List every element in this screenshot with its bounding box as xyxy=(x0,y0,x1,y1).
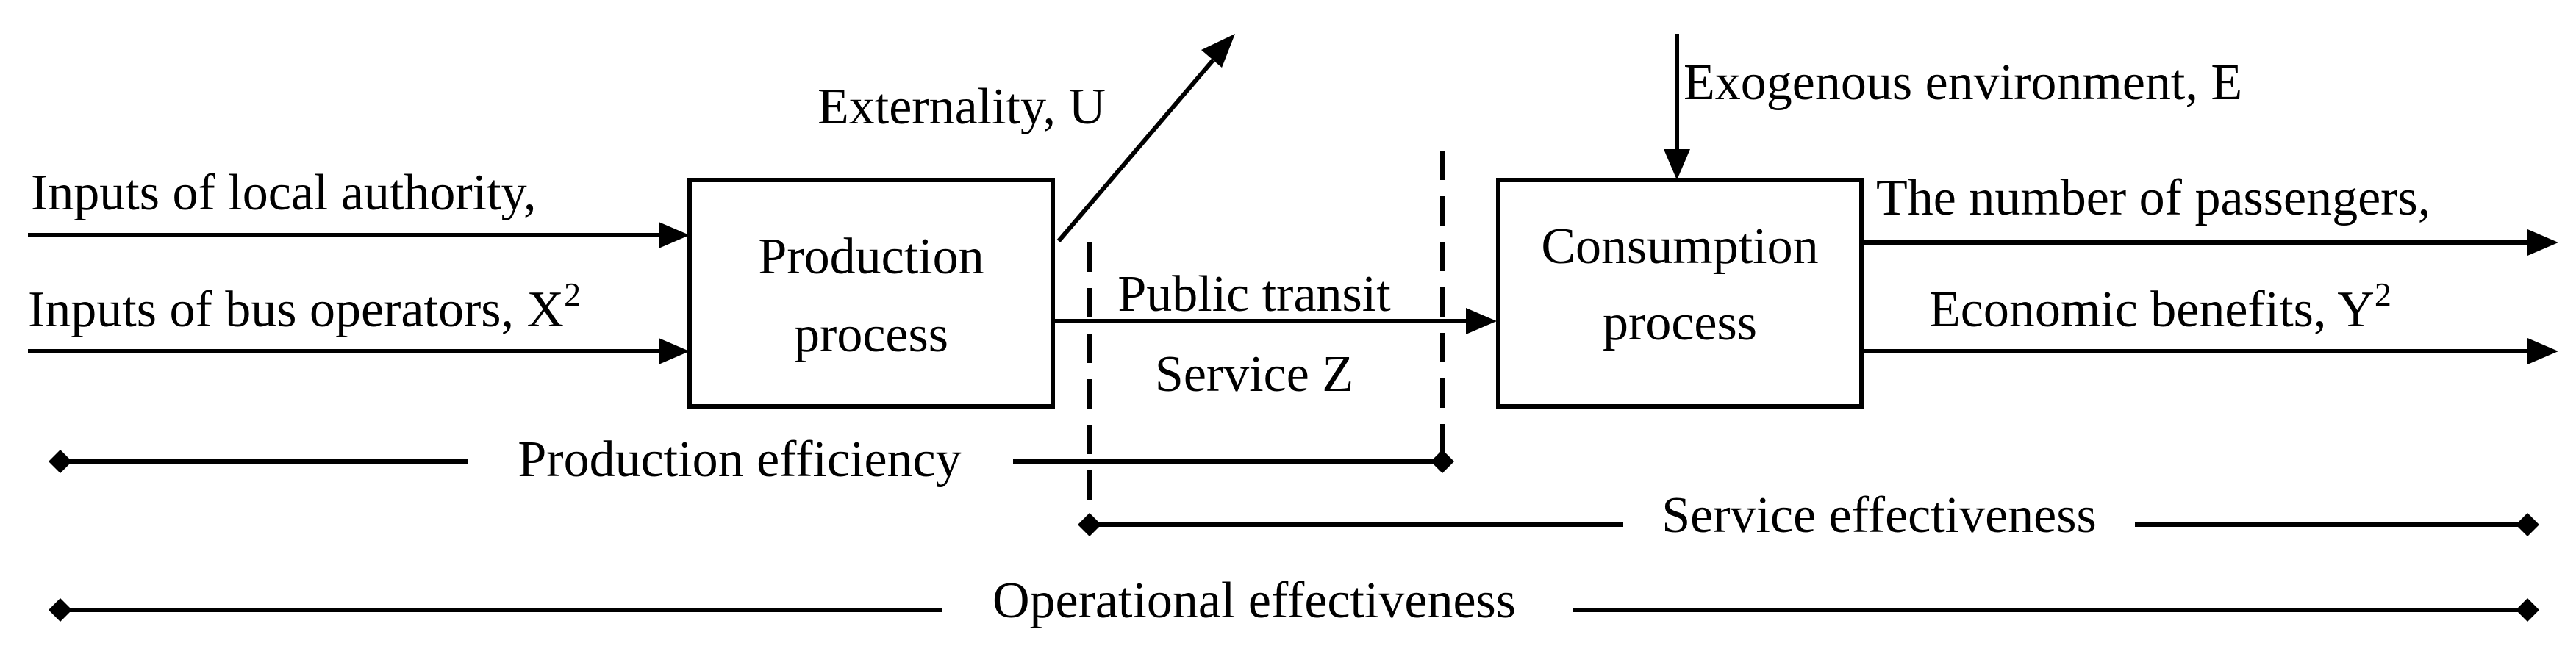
span-end-marker xyxy=(1078,513,1101,536)
output-label-passengers: The number of passengers, xyxy=(1876,170,2430,226)
span-end-marker xyxy=(49,450,72,473)
exogenous-arrow xyxy=(1664,34,1690,180)
input-arrow-local-authority xyxy=(28,222,690,248)
production-efficiency-label: Production efficiency xyxy=(518,431,961,488)
externality-label: Externality, U xyxy=(817,79,1106,135)
output-arrow-economic xyxy=(1861,338,2558,364)
service-label-line1: Public transit xyxy=(1117,266,1391,323)
operational-effectiveness-label: Operational effectiveness xyxy=(992,572,1516,629)
consumption-box-line1: Consumption xyxy=(1541,218,1818,275)
input-arrow-bus-operators xyxy=(28,338,690,364)
service-effectiveness-label: Service effectiveness xyxy=(1661,487,2096,544)
consumption-process-box xyxy=(1496,178,1864,409)
service-arrow xyxy=(1053,308,1497,334)
production-box-line1: Production xyxy=(758,229,984,285)
span-end-marker xyxy=(2516,598,2539,622)
consumption-box-line2: process xyxy=(1603,295,1757,351)
production-process-box xyxy=(687,178,1055,409)
input-label-bus-operators: Inputs of bus operators, X2 xyxy=(28,276,581,338)
operational-effectiveness-span xyxy=(49,598,2539,622)
span-end-marker xyxy=(2516,513,2539,536)
exogenous-label: Exogenous environment, E xyxy=(1684,54,2242,111)
externality-arrow xyxy=(1056,34,1235,242)
span-end-marker xyxy=(49,598,72,622)
production-efficiency-span xyxy=(49,450,1454,473)
service-effectiveness-span xyxy=(1078,513,2539,536)
span-end-marker xyxy=(1431,450,1454,473)
output-arrow-passengers xyxy=(1861,229,2558,256)
service-label-line2: Service Z xyxy=(1155,346,1353,403)
production-box-line2: process xyxy=(794,306,948,363)
input-label-local-authority: Inputs of local authority, xyxy=(31,165,537,221)
output-label-economic: Economic benefits, Y2 xyxy=(1929,276,2391,338)
